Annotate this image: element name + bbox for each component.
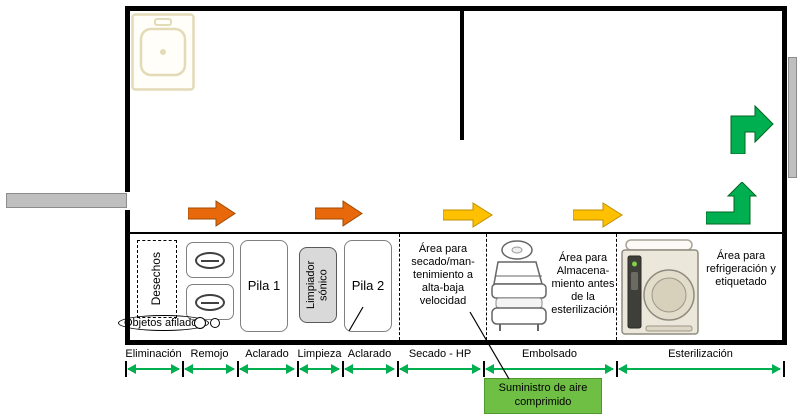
zone-label-embolsado: Embolsado xyxy=(521,348,578,360)
wall-top xyxy=(125,6,787,11)
dashed-divider-2 xyxy=(486,234,487,340)
wall-bottom xyxy=(125,340,787,345)
zone-tick xyxy=(342,361,344,377)
zone-tick xyxy=(783,361,785,377)
soak-basin-2 xyxy=(186,284,234,320)
zone-span-arrow xyxy=(127,364,180,374)
air-supply-callout: Suministro de aire comprimido xyxy=(484,378,602,414)
zone-label-eliminacion: Eliminación xyxy=(125,348,182,360)
flow-arrow-green-top xyxy=(727,104,775,154)
zone-tick xyxy=(616,361,618,377)
pouch-sealer-icon xyxy=(490,238,548,334)
sink-icon xyxy=(131,13,195,91)
right-pass-through xyxy=(788,57,797,178)
pila2-label: Pila 2 xyxy=(351,278,385,294)
partition-wall xyxy=(460,6,464,140)
pila1-box: Pila 1 xyxy=(240,240,288,332)
zone-span-arrow xyxy=(184,364,235,374)
zone-label-aclarado-1: Aclarado xyxy=(245,348,289,360)
wall-left-lower xyxy=(125,210,130,345)
zone-span-arrow xyxy=(239,364,295,374)
zone-tick xyxy=(182,361,184,377)
zone-tick xyxy=(237,361,239,377)
zone-span-arrow xyxy=(485,364,614,374)
secado-area-label: Área para secado/man-tenimiento a alta-b… xyxy=(411,243,475,307)
zone-span-arrow xyxy=(344,364,395,374)
zone-label-remojo: Remojo xyxy=(190,348,229,360)
limpiador-sonico-label: Limpiador sónico xyxy=(305,260,330,310)
soak-basin-1 xyxy=(186,242,234,278)
desechos-box: Desechos xyxy=(137,240,177,318)
zone-label-aclarado-2: Aclarado xyxy=(347,348,392,360)
zone-label-limpieza: Limpieza xyxy=(297,348,342,360)
zone-label-esterilizacion: Esterilización xyxy=(668,348,733,360)
wall-left-upper xyxy=(125,6,130,192)
sharps-circle-2 xyxy=(210,318,220,328)
almacenamiento-area-label: Área para Almacena-miento antes de la es… xyxy=(551,252,615,316)
pila1-label: Pila 1 xyxy=(247,278,281,294)
counter-divider-line xyxy=(130,232,782,234)
desechos-label: Desechos xyxy=(149,252,164,306)
refrigeracion-area-label: Área para refrigeración y etiquetado xyxy=(706,250,776,288)
wall-right xyxy=(782,6,787,345)
flow-arrow-orange-2 xyxy=(315,200,363,227)
zone-span-arrow xyxy=(299,364,340,374)
dashed-divider-3 xyxy=(616,234,617,340)
zone-span-arrow xyxy=(399,364,481,374)
dashed-divider-1 xyxy=(399,234,400,340)
objetos-afilados-label: Objetos afilados xyxy=(118,315,209,331)
flow-arrow-yellow-2 xyxy=(573,202,623,228)
zone-tick xyxy=(297,361,299,377)
flow-arrow-orange-1 xyxy=(188,200,236,227)
zone-tick xyxy=(397,361,399,377)
left-door xyxy=(6,193,127,208)
basin-oval-icon xyxy=(195,293,225,311)
limpiador-sonico-box: Limpiador sónico xyxy=(299,247,337,323)
basin-oval-icon xyxy=(195,251,225,269)
zone-label-secado-hp: Secado - HP xyxy=(408,348,472,360)
flow-arrow-green-bend xyxy=(706,182,758,230)
sharps-circle-1 xyxy=(194,317,206,329)
pila2-box: Pila 2 xyxy=(344,240,392,332)
zone-tick xyxy=(125,361,127,377)
flow-arrow-yellow-1 xyxy=(443,202,493,228)
zone-span-arrow xyxy=(618,364,781,374)
autoclave-icon xyxy=(620,238,700,338)
